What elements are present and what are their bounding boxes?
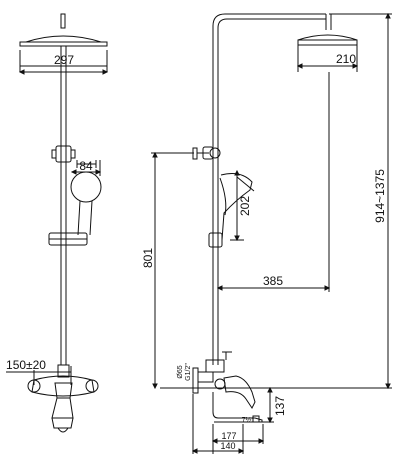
front-riser-pipe [60, 46, 67, 365]
front-shower-head [19, 13, 108, 72]
dim-140-label: 140 [220, 441, 235, 451]
dim-177-label: 177 [221, 431, 236, 441]
dim-297-label: 297 [54, 53, 74, 67]
dim-137: 137 [250, 386, 287, 424]
dim-914-1375-label: 914~1375 [373, 169, 387, 223]
dim-84: 84 [70, 159, 102, 176]
dim-150-label: 150±20 [6, 358, 46, 372]
front-view: 297 84 150±20 [6, 13, 109, 433]
dim-801-label: 801 [141, 248, 155, 268]
front-slider [48, 232, 88, 246]
dim-801: 801 [141, 151, 194, 390]
dim-297: 297 [18, 53, 109, 75]
angle-label: 7½° [242, 416, 255, 424]
dim-177: 177 [211, 424, 265, 454]
dim-140: 140 [191, 394, 245, 454]
dim-385-label: 385 [263, 274, 283, 288]
dim-914-1375: 914~1375 [160, 12, 392, 390]
side-riser-arm [212, 13, 332, 365]
dim-150: 150±20 [6, 358, 72, 385]
side-wall-bracket [192, 146, 221, 160]
dim-84-label: 84 [79, 159, 93, 173]
front-mixer-valve [27, 364, 99, 433]
side-hand-shower [219, 173, 255, 241]
side-mixer-notes: Ø65 G1/2" 7½° [177, 363, 254, 424]
dim-210: 210 [296, 52, 359, 69]
dim-202: 202 [230, 169, 252, 242]
dim-202-label: 202 [238, 196, 252, 216]
thread-spec-label: G1/2" [185, 363, 192, 381]
front-clamp [51, 145, 76, 163]
side-view: 210 202 385 [141, 12, 392, 454]
dim-210-label: 210 [336, 52, 356, 66]
inlet-diameter-label: Ø65 [177, 365, 184, 378]
side-shower-head [297, 34, 358, 72]
dim-137-label: 137 [273, 396, 287, 416]
side-mixer [192, 351, 263, 423]
dim-385: 385 [216, 72, 331, 292]
side-slider [208, 232, 223, 248]
